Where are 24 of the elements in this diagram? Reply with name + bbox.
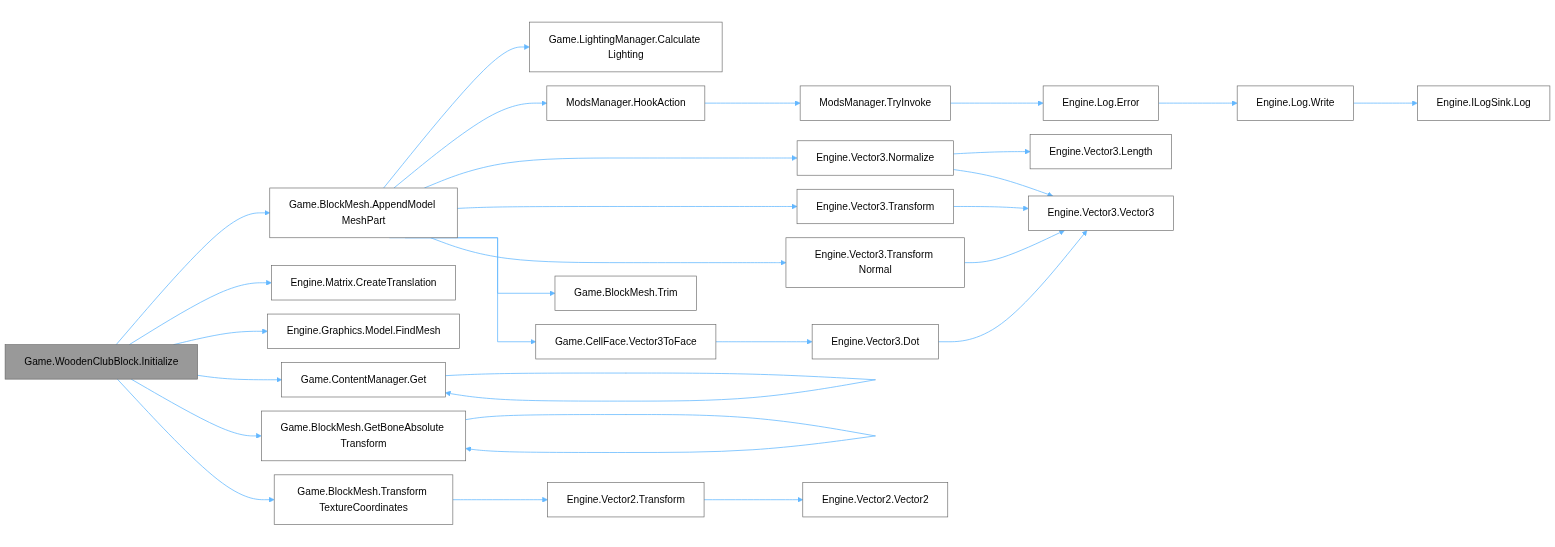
node-box: Engine.Vector2.Vector2 bbox=[802, 482, 949, 518]
node-box: Engine.Vector3.Transform bbox=[796, 189, 954, 225]
node-box: Engine.Vector3.Transform Normal bbox=[785, 237, 965, 288]
node-box: Game.BlockMesh.Transform TextureCoordinates bbox=[273, 474, 454, 526]
arrow bbox=[465, 414, 876, 454]
node-box: ModsManager.HookAction bbox=[546, 85, 706, 121]
node-box: Engine.Vector3.Length bbox=[1029, 134, 1172, 170]
node-box: Engine.Vector3.Vector3 bbox=[1028, 195, 1174, 231]
node-box: Game.BlockMesh.AppendModel MeshPart bbox=[269, 187, 458, 239]
node-box: Engine.Vector3.Dot bbox=[811, 324, 939, 360]
node-box: Engine.Graphics.Model.FindMesh bbox=[267, 313, 460, 349]
node-box: Engine.Log.Error bbox=[1042, 85, 1159, 121]
node-box: ModsManager.TryInvoke bbox=[799, 85, 951, 121]
node-box: Game.WoodenClubBlock.Initialize bbox=[4, 344, 198, 380]
node-box: Game.BlockMesh.Trim bbox=[554, 275, 697, 311]
node-box: Engine.Matrix.CreateTranslation bbox=[271, 265, 456, 301]
node-box: Engine.Vector3.Normalize bbox=[796, 140, 954, 176]
node-box: Engine.Vector2.Transform bbox=[547, 482, 705, 518]
node-box: Game.ContentManager.Get bbox=[281, 362, 446, 398]
node-box: Engine.Log.Write bbox=[1236, 85, 1354, 121]
node-box: Engine.ILogSink.Log bbox=[1417, 85, 1551, 121]
node-box: Game.BlockMesh.GetBoneAbsolute Transform bbox=[261, 410, 466, 462]
node-box: Game.CellFace.Vector3ToFace bbox=[535, 324, 717, 360]
node-box: Game.LightingManager.Calculate Lighting bbox=[529, 21, 723, 73]
